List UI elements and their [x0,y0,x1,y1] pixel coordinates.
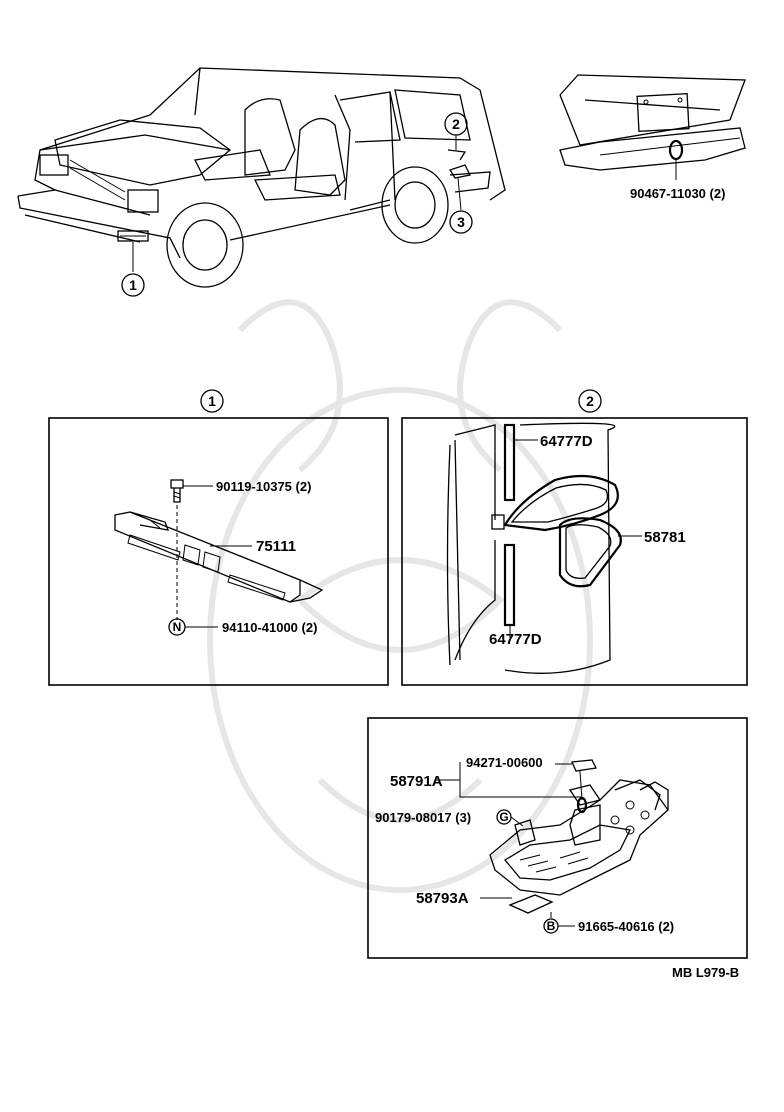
vehicle-illustration [17,67,506,288]
callout-3-vehicle: 3 [449,177,473,234]
nut-g-icon: G [496,809,512,825]
svg-text:N: N [173,620,182,634]
svg-text:1: 1 [129,277,137,293]
plate-bolt-label: 90467-11030 (2) [630,186,725,201]
pin-icon [571,759,597,814]
callout-1-vehicle: 1 [121,242,145,297]
panel-1-title: 1 [208,393,216,409]
pin-label: 94271-00600 [466,755,543,770]
grille-label: 75111 [256,538,296,555]
pad-label: 58793A [416,890,469,907]
bolt-icon [170,479,184,503]
handle-label: 58781 [644,529,686,546]
screw-b-icon: B [543,918,559,934]
screw-label: 91665-40616 (2) [578,919,674,934]
molding-strip-top [503,423,516,502]
door-handle-part [491,474,622,588]
watermark-emblem [207,299,593,893]
rear-step-part [489,779,669,896]
svg-text:B: B [547,919,556,933]
diagram-code: MB L979-B [672,965,739,980]
panel-2: 2 64777D 58781 64777D [401,389,748,686]
rear-plate-illustration [559,74,746,180]
svg-text:3: 3 [457,214,465,230]
svg-text:G: G [499,810,508,824]
nut-g-label: 90179-08017 (3) [375,810,471,825]
step-pad-part [508,894,554,914]
bolt-label: 90119-10375 (2) [216,479,311,494]
nut-label: 94110-41000 (2) [222,620,317,635]
step-assy-label: 58791A [390,773,443,790]
svg-text:2: 2 [452,116,460,132]
panel-2-title: 2 [586,393,594,409]
grille-part [114,511,324,603]
callout-2-vehicle: 2 [444,112,468,150]
nut-icon: N [168,618,186,636]
panel-3: 94271-00600 58791A G 90179-08017 (3) 587… [367,717,748,959]
strip-bottom-label: 64777D [489,631,542,648]
panel-1: 1 90119-10375 (2) 75111 N [48,389,389,686]
molding-strip-bottom [503,543,516,627]
strip-top-label: 64777D [540,433,593,450]
